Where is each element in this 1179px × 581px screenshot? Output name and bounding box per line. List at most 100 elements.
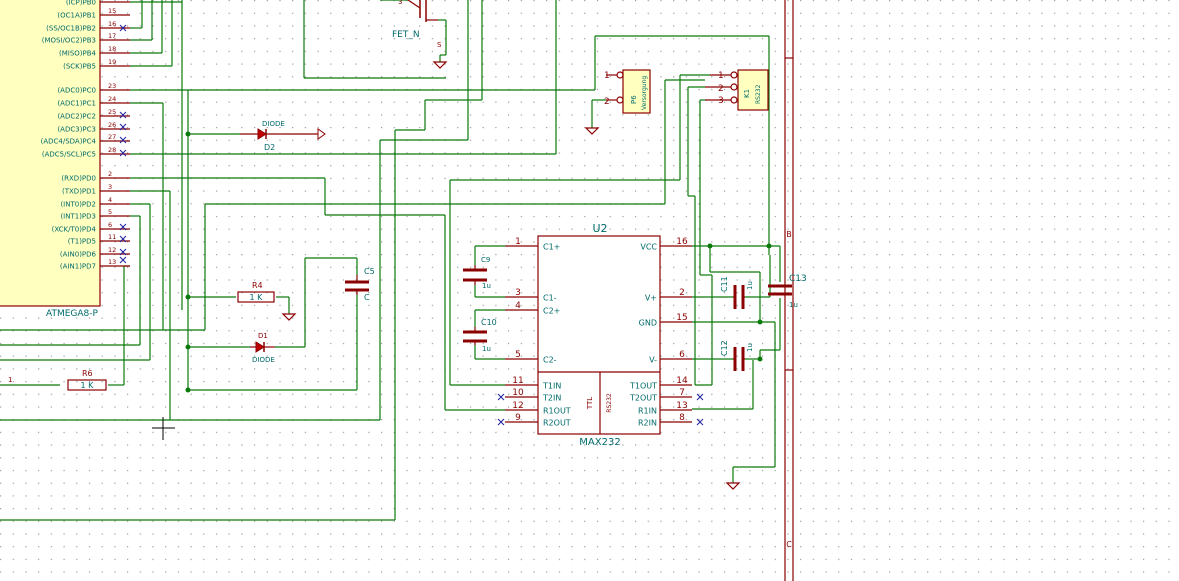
atmega-pin-label: (T1)PD5 (68, 238, 96, 246)
resistor-r6-value: 1 K (81, 381, 95, 390)
diode-d1[interactable]: D1 DIODE (250, 332, 275, 364)
atmega-pin-number: 14 (108, 0, 116, 2)
capacitor-c9[interactable]: C9 1u (463, 256, 491, 290)
diode-d2[interactable]: DIODE D2 (240, 120, 326, 152)
connector-p6[interactable]: 1 2 P6 Versorgung (604, 69, 651, 114)
atmega-pin-number: 3 (108, 183, 112, 191)
fet-source-label: S (437, 41, 442, 49)
atmega-pin-number: 27 (108, 133, 116, 141)
atmega-pin-number: 13 (108, 258, 116, 266)
atmega8-name: ATMEGA8-P (46, 309, 99, 319)
capacitor-c10[interactable]: C10 1u (463, 318, 497, 353)
resistor-r4[interactable]: 1 K R4 (237, 281, 275, 303)
atmega-pin[interactable]: (AIN1)PD7 13 (60, 258, 130, 271)
max232-pin-label: C1- (543, 294, 557, 303)
atmega-pin-number: 11 (108, 233, 116, 241)
atmega8-chip[interactable]: (ICP)PB0 14 (OC1A)PB115(SS/OC1B)PB216(MOSI… (0, 0, 130, 319)
capacitor-c12[interactable]: C12 1u (720, 340, 754, 371)
max232-pin-label: T2OUT (629, 394, 657, 403)
atmega-pin-number: 17 (108, 32, 116, 40)
max232-pin-number: 1 (515, 237, 521, 247)
sheet-frame (784, 0, 794, 581)
atmega-pin-label: (AIN1)PD7 (60, 263, 96, 271)
no-connect-mark (119, 111, 127, 119)
resistor-r6[interactable]: 1 K R6 1 (8, 369, 107, 391)
atmega-pin-number: 23 (108, 82, 116, 90)
no-connect-mark (119, 149, 127, 157)
atmega-pin-label: (XCK/T0)PD4 (52, 226, 97, 234)
fet-n[interactable]: 3 FET_N S (392, 0, 442, 49)
atmega-pin[interactable]: (ICP)PB0 14 (66, 0, 130, 7)
capacitor-c5[interactable]: C5 C (345, 267, 375, 302)
max232-pin-number: 15 (676, 313, 687, 323)
junction-dot (707, 243, 713, 249)
capacitor-c11[interactable]: C11 1u (720, 276, 754, 309)
capacitor-c10-ref: C10 (481, 318, 497, 327)
junction-dot (185, 344, 191, 350)
max232-pin-number: 16 (676, 237, 688, 247)
atmega8-body (0, 0, 101, 307)
atmega-pin-number: 5 (108, 208, 112, 216)
atmega-pin-label: (ADC3)PC3 (57, 126, 96, 134)
atmega-pin-label: (SCK)PB5 (63, 63, 96, 71)
capacitor-c13[interactable]: C13 1u (768, 274, 807, 309)
resistor-r6-ref: R6 (82, 369, 93, 378)
max232-pin-number: 14 (676, 376, 688, 386)
atmega-pin[interactable]: (ADC4/SDA)PC4 27 (41, 133, 130, 146)
connector-k1[interactable]: 1 2 3 K1 RS232 (705, 69, 769, 111)
no-connect-mark (119, 235, 127, 243)
capacitor-c11-ref: C11 (720, 276, 729, 292)
atmega-pin-number: 18 (108, 45, 116, 53)
ground-max232 (725, 482, 741, 490)
capacitor-c12-ref: C12 (720, 340, 729, 356)
max232-pin-label: V- (649, 356, 657, 365)
k1-value: RS232 (755, 84, 762, 104)
atmega-pin-number: 4 (108, 196, 112, 204)
junction-dot (766, 243, 772, 249)
max232-pin-number: 13 (676, 401, 687, 411)
max232-pin[interactable]: 2V+ (645, 288, 692, 303)
max232-pin-number: 12 (512, 401, 523, 411)
atmega-pin-label: (MISO)PB4 (59, 50, 97, 58)
p6-ref: P6 (630, 95, 638, 104)
max232-pin[interactable]: 6V- (649, 350, 692, 365)
diode-d1-ref: D1 (258, 332, 268, 340)
junction-dot (185, 294, 191, 300)
capacitor-c9-ref: C9 (481, 256, 490, 264)
no-connect-mark (119, 248, 127, 256)
atmega-pin[interactable]: (MISO)PB4 18 (59, 45, 130, 58)
atmega-pin-label: (ADC4/SDA)PC4 (41, 138, 97, 146)
capacitor-c12-value: 1u (746, 343, 754, 352)
atmega-pin-label: (ICP)PB0 (66, 0, 96, 7)
max232-pin-label: R1OUT (543, 407, 571, 416)
diode-d1-value: DIODE (252, 356, 275, 364)
